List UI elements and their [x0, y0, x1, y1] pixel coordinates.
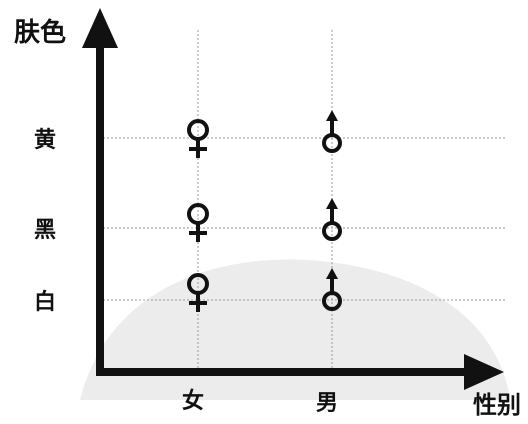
col-label-female: 女 — [182, 388, 204, 414]
x-axis-arrowhead — [464, 354, 504, 390]
axes — [82, 8, 504, 390]
row-label-yellow: 黄 — [34, 128, 56, 153]
female-symbol-icon — [187, 273, 209, 312]
row-label-white: 白 — [34, 289, 56, 315]
male-symbol-icon — [322, 198, 342, 241]
col-label-male: 男 — [316, 391, 338, 416]
female-symbol-icon — [187, 203, 209, 242]
row-label-black: 黑 — [34, 218, 56, 243]
y-axis-title: 肤色 — [14, 17, 66, 48]
x-axis-title: 性别 — [473, 391, 521, 419]
watermark-seal — [80, 259, 510, 400]
male-symbol-icon — [322, 268, 342, 311]
y-axis-arrowhead — [82, 8, 118, 48]
male-symbol-icon — [322, 110, 342, 153]
grid — [103, 30, 505, 372]
female-symbol-icon — [187, 119, 209, 158]
